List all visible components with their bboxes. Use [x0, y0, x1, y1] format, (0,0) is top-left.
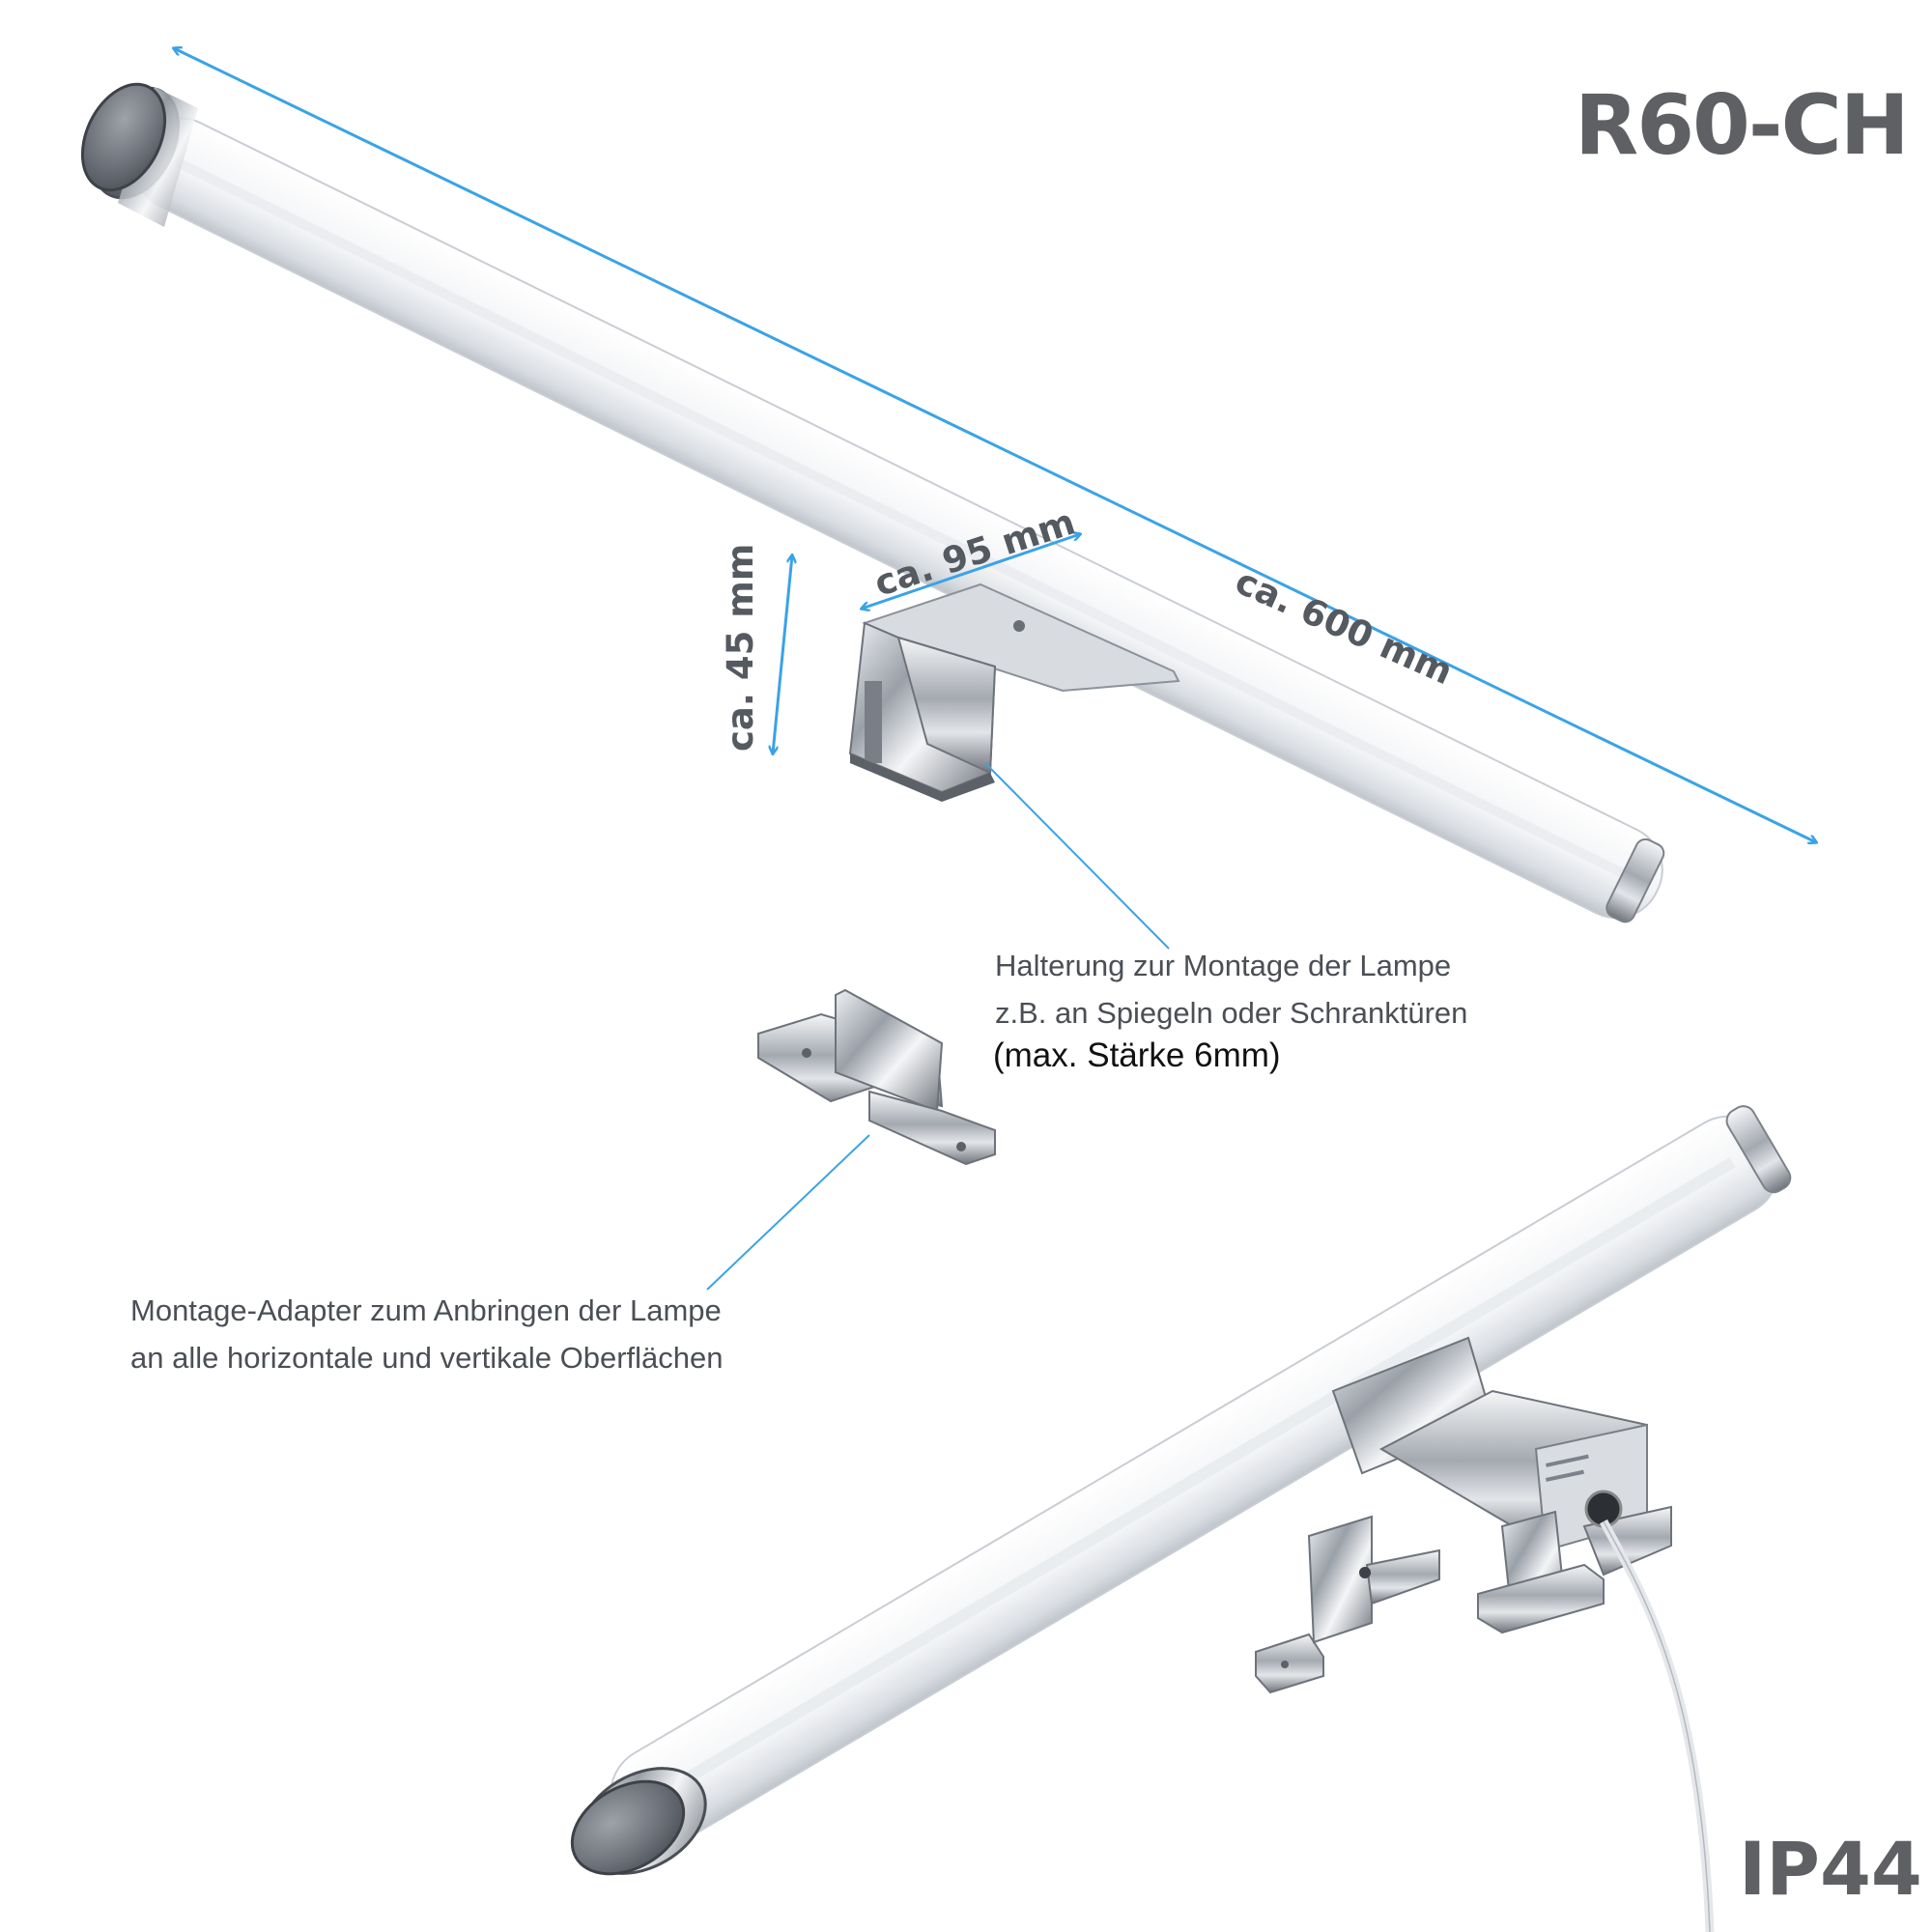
- adapter-callout-line2: an alle horizontale und vertikale Oberfl…: [130, 1341, 724, 1375]
- model-label: R60-CH: [1575, 77, 1910, 174]
- bracket-callout-line2: z.B. an Spiegeln oder Schranktüren: [995, 996, 1468, 1030]
- mounting-adapter: [757, 988, 996, 1166]
- top-lamp: [80, 82, 1665, 923]
- bottom-lamp: [570, 1105, 1792, 1932]
- bottom-mounting-adapter: [1255, 1515, 1440, 1694]
- length-dimension-arrow: [174, 48, 1816, 842]
- power-cable: [1600, 1519, 1715, 1932]
- bracket-callout-line1: Halterung zur Montage der Lampe: [995, 949, 1452, 982]
- bottom-lamp-left-cap: [570, 1767, 707, 1876]
- bracket-callout-line3: (max. Stärke 6mm): [993, 1037, 1281, 1074]
- adapter-leader-line: [706, 1134, 870, 1291]
- bottom-lamp-right-cap: [1725, 1105, 1792, 1194]
- bracket-leader-line: [984, 762, 1170, 950]
- height-dimension-label: ca. 45 mm: [720, 543, 761, 752]
- ip-rating-label: IP44: [1739, 1826, 1922, 1912]
- height-dimension-arrow: [773, 555, 792, 753]
- adapter-callout-line1: Montage-Adapter zum Anbringen der Lampe: [130, 1293, 722, 1327]
- depth-dimension-arrow: [862, 534, 1080, 609]
- cable-grommet-icon: [1584, 1490, 1623, 1528]
